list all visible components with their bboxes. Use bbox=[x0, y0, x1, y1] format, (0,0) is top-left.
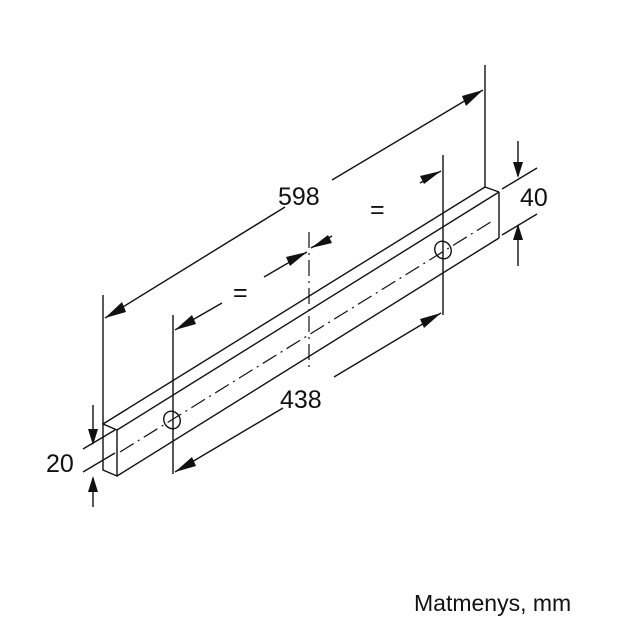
dim-equal-left: = bbox=[174, 251, 308, 331]
dim-40: 40 bbox=[501, 141, 548, 266]
svg-text:=: = bbox=[233, 279, 248, 307]
svg-text:40: 40 bbox=[520, 184, 548, 212]
svg-text:20: 20 bbox=[46, 450, 74, 478]
svg-text:=: = bbox=[370, 196, 385, 224]
dim-equal-right: = bbox=[310, 170, 442, 249]
bar-outline bbox=[102, 186, 500, 478]
hole-centerline bbox=[119, 219, 495, 453]
dim-598: 598 bbox=[104, 89, 484, 319]
svg-text:598: 598 bbox=[278, 183, 320, 211]
units-caption: Matmenys, mm bbox=[414, 590, 572, 616]
hole-left bbox=[163, 410, 181, 430]
dim-438: 438 bbox=[174, 312, 442, 473]
hole-right bbox=[434, 240, 452, 260]
svg-text:438: 438 bbox=[280, 386, 322, 414]
dim-20: 20 bbox=[46, 405, 116, 507]
